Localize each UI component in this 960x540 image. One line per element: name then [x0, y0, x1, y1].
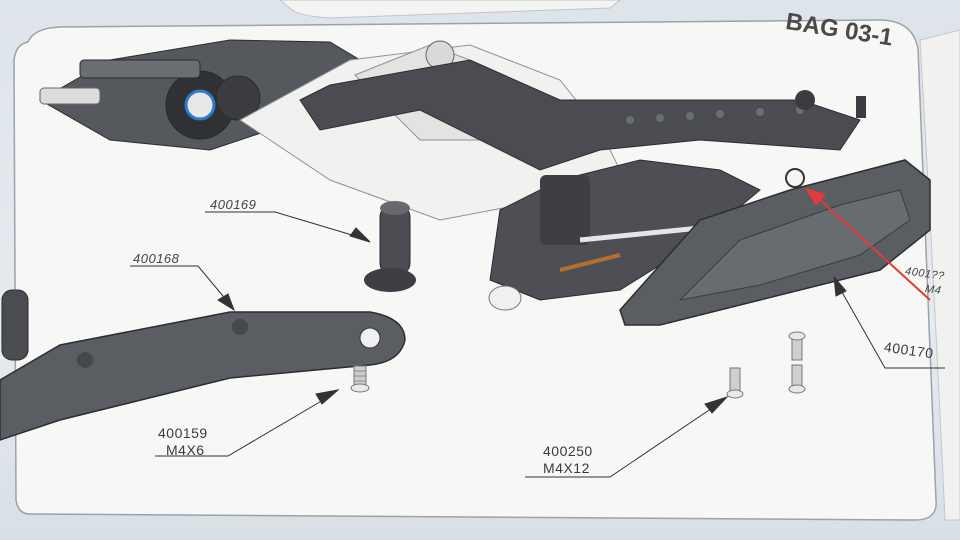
arm-plate-400168 — [0, 311, 406, 441]
standoff-post-400169 — [364, 201, 416, 292]
leader-400159 — [155, 395, 331, 457]
screw-400250-a — [726, 367, 744, 399]
leader-400170 — [837, 284, 945, 369]
leader-400168 — [130, 265, 229, 303]
part-number-400168: 400168 — [133, 251, 180, 266]
screw-400159 — [350, 365, 370, 393]
part-size-400159: M4X6 — [166, 442, 205, 458]
post-stub-left — [1, 289, 29, 361]
screw-400250-b — [788, 331, 806, 361]
screw-400250-c — [788, 364, 806, 394]
leader-400168-head — [217, 293, 235, 312]
leader-400170-head — [833, 275, 847, 297]
upper-deck — [299, 59, 861, 171]
red-pointer-line — [817, 197, 931, 301]
leader-400250 — [525, 403, 719, 478]
adjacent-page-right — [919, 29, 960, 521]
leader-400169 — [205, 211, 363, 239]
red-pointer-head — [805, 188, 826, 206]
part-number-400159: 400159 — [158, 425, 208, 441]
adjacent-page-edge — [279, 0, 621, 19]
post-top — [795, 90, 815, 110]
part-size-4001xx: M4 — [924, 282, 943, 298]
post-right — [856, 96, 866, 118]
leader-400169-head — [349, 227, 371, 243]
turnbuckle — [579, 225, 701, 243]
brass-link — [559, 253, 621, 272]
ball-cup — [488, 285, 522, 311]
leader-lines — [130, 211, 945, 478]
leader-400159-head — [315, 389, 340, 405]
part-number-400250: 400250 — [543, 443, 593, 459]
instruction-panel — [13, 19, 937, 521]
leader-400250-head — [704, 395, 729, 414]
part-size-400250: M4X12 — [543, 460, 590, 476]
deck-holes — [626, 106, 804, 124]
front-upright — [540, 175, 590, 245]
bumper-inner-relief — [678, 189, 911, 301]
part-number-400169: 400169 — [210, 197, 257, 212]
highlighted-screw-head — [785, 168, 805, 188]
